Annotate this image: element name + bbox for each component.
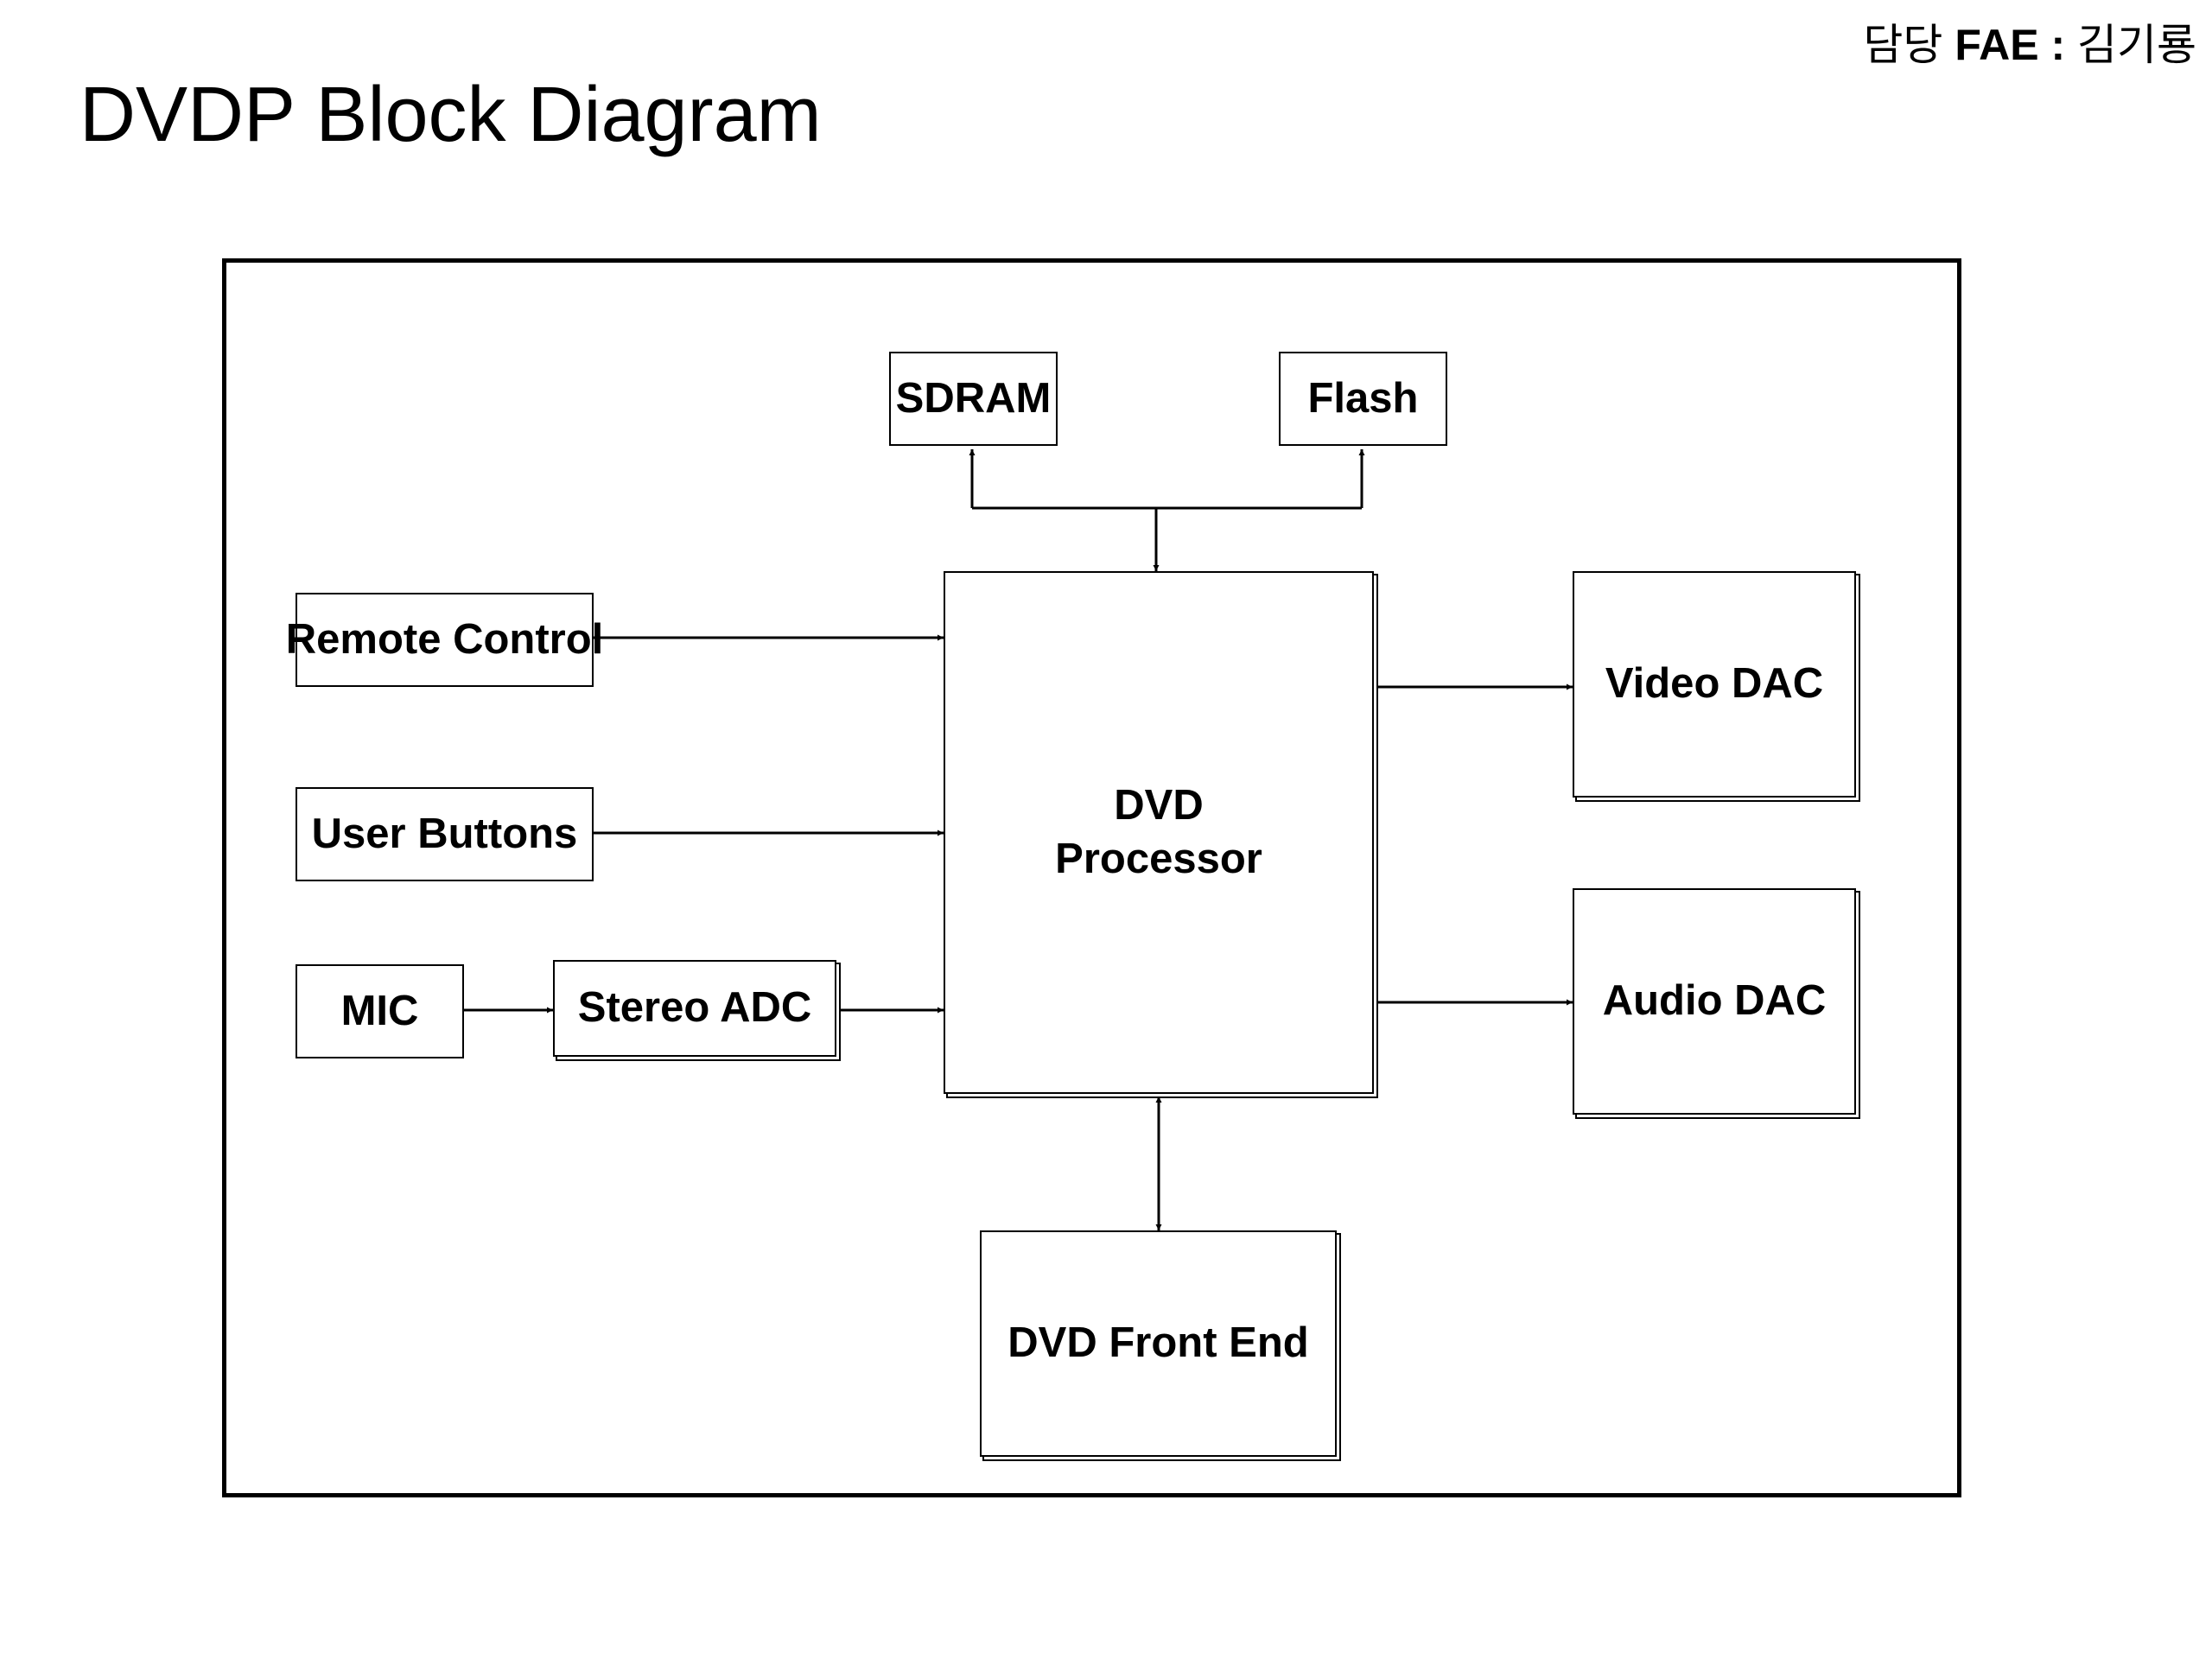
sdram-block: SDRAM [889,352,1058,446]
sdram-label: SDRAM [895,374,1052,422]
stereo-adc-block: Stereo ADC [553,960,836,1057]
flash-block: Flash [1279,352,1447,446]
audio-dac-block: Audio DAC [1573,888,1856,1115]
page-title: DVDP Block Diagram [79,72,822,158]
stereo-adc-label: Stereo ADC [577,984,812,1032]
dvd-front-end-block: DVD Front End [980,1230,1337,1457]
remote-control-block: Remote Control [286,593,603,687]
dvd-processor-block: DVD Processor [944,571,1374,1094]
video-dac-block: Video DAC [1573,571,1856,798]
contact-name: 김기룡 [2077,21,2196,69]
mic-block: MIC [296,964,464,1058]
contact-prefix: 담당 [1863,21,1955,69]
contact-label: 담당 FAE : 김기룡 [1863,10,2196,73]
user-buttons-block: User Buttons [296,787,594,881]
dvd-processor-label: DVD Processor [1055,782,1262,882]
dvd-front-end-label: DVD Front End [1007,1319,1309,1367]
remote-control-label: Remote Control [285,615,604,663]
flash-label: Flash [1307,374,1419,422]
diagram-frame [222,258,1961,1497]
audio-dac-label: Audio DAC [1602,977,1827,1025]
video-dac-label: Video DAC [1605,660,1824,708]
user-buttons-label: User Buttons [311,810,578,857]
contact-role: FAE [1955,21,2039,69]
mic-label: MIC [340,987,419,1034]
contact-separator: : [2038,21,2077,69]
